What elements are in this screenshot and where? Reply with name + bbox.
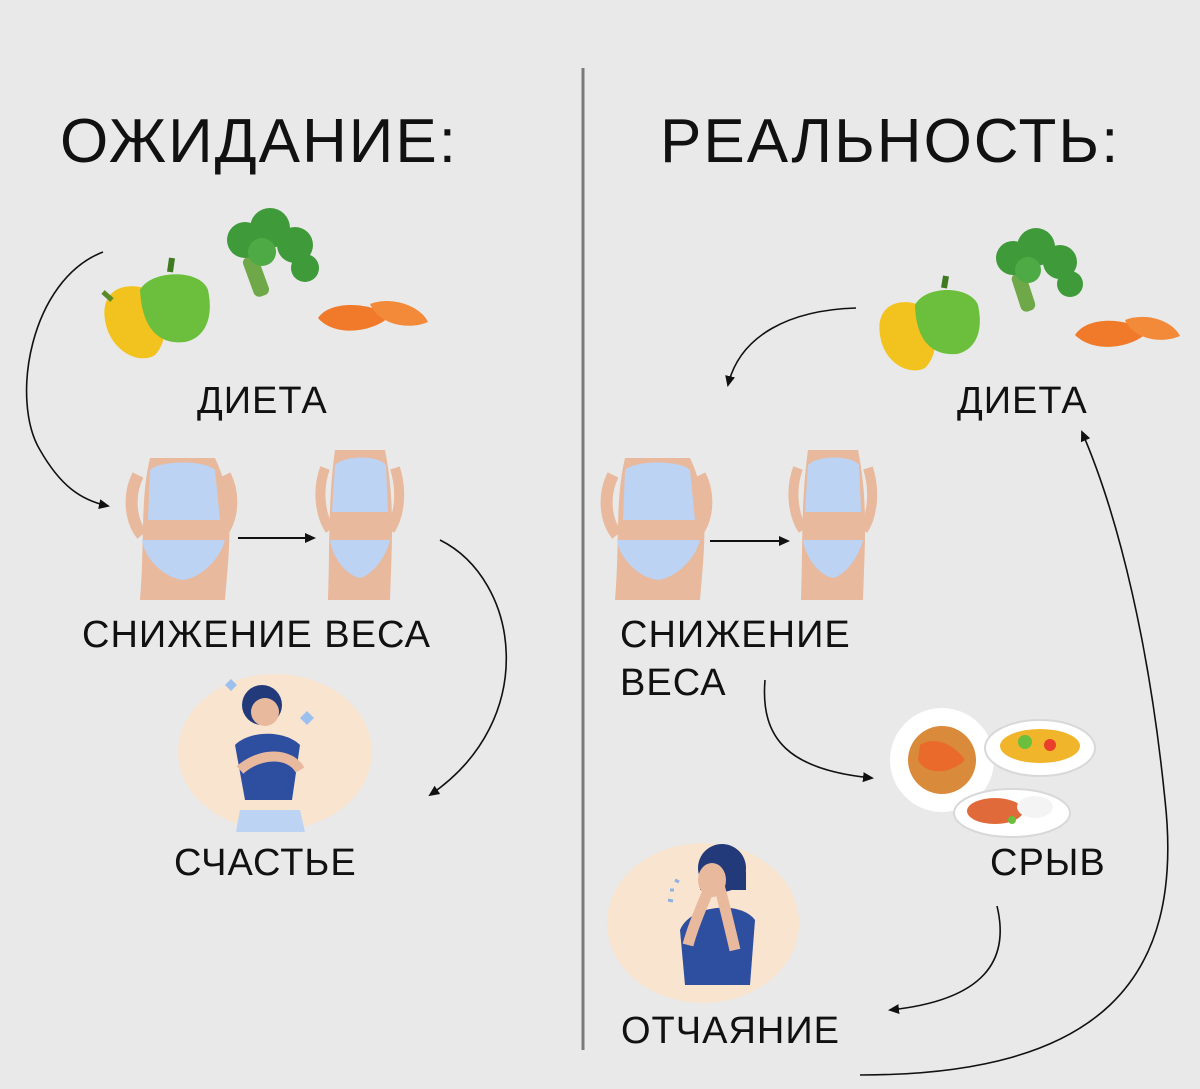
body-before-icon: [125, 458, 238, 600]
body-after-icon-right: [788, 450, 878, 600]
right-arrow-diet-to-loss: [725, 307, 857, 387]
right-arrow-breakdown-to-despair: [888, 905, 1001, 1015]
right-arrow-despair-to-diet: [859, 430, 1169, 1076]
right-arrow-loss-to-breakdown: [763, 679, 874, 783]
right-weight-loss-label-line2: ВЕСА: [620, 662, 727, 704]
right-diet-label: ДИЕТА: [957, 380, 1088, 422]
vegetables-icon-right: [879, 228, 1180, 371]
vegetables-icon: [101, 208, 428, 359]
despair-label: ОТЧАЯНИЕ: [621, 1010, 840, 1052]
expectation-heading: ОЖИДАНИЕ:: [60, 107, 458, 176]
left-arrow-diet-to-loss: [25, 251, 110, 509]
food-plates-icon: [890, 708, 1096, 838]
happiness-label: СЧАСТЬЕ: [174, 842, 357, 884]
left-diet-label: ДИЕТА: [197, 380, 328, 422]
breakdown-label: СРЫВ: [990, 842, 1106, 884]
sad-woman-icon: [607, 843, 799, 1003]
right-weight-loss-label-line1: СНИЖЕНИЕ: [620, 614, 851, 656]
body-before-icon-right: [600, 458, 713, 600]
happy-woman-icon: [178, 674, 372, 832]
reality-heading: РЕАЛЬНОСТЬ:: [660, 107, 1121, 176]
left-weight-loss-label: СНИЖЕНИЕ ВЕСА: [82, 614, 431, 656]
body-after-icon: [315, 450, 405, 600]
left-arrow-loss-to-happiness: [428, 539, 508, 797]
